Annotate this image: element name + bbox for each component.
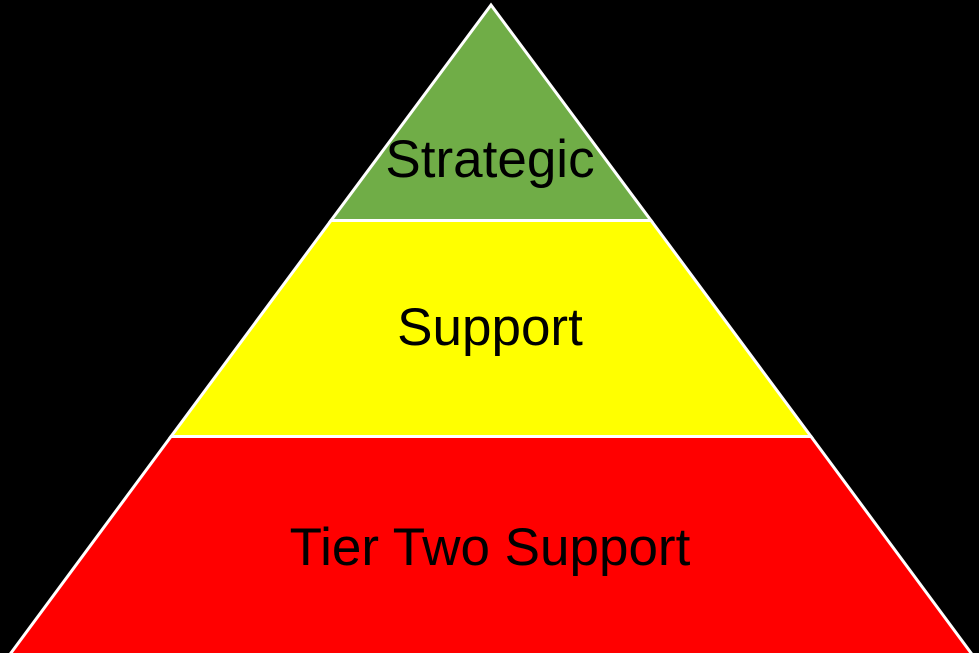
pyramid-tier-support-label: Support [397,298,583,357]
pyramid-tier-strategic-label: Strategic [385,130,594,189]
pyramid-tier-tier-two-support-label: Tier Two Support [290,518,691,577]
pyramid-tier-tier-two-support [9,435,973,653]
